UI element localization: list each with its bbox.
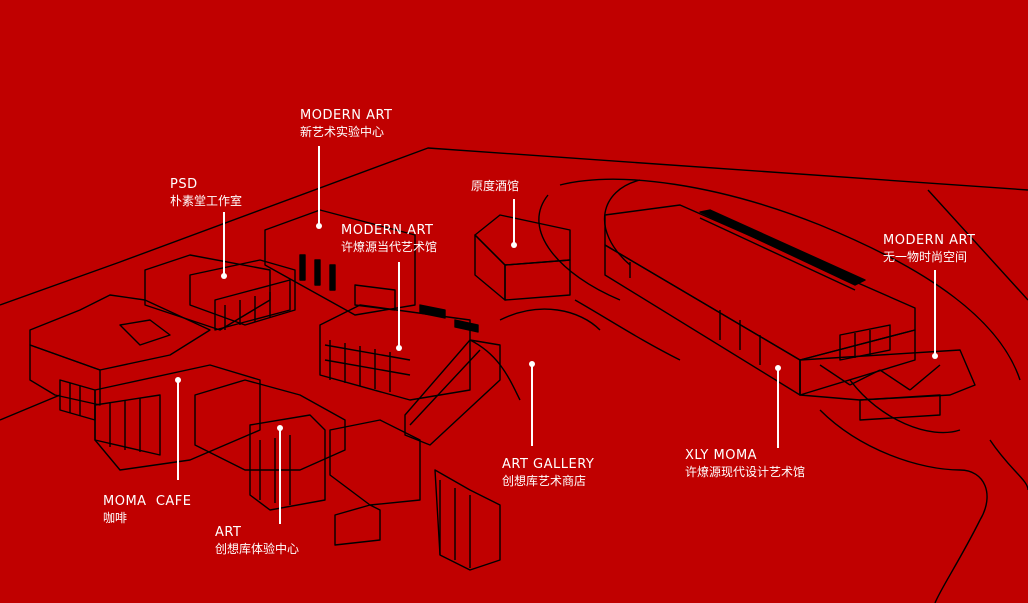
- label-modern-art-xu[interactable]: MODERN ART 许燎源当代艺术馆: [341, 222, 437, 256]
- site-boundary: [0, 147, 1028, 421]
- pin-psd: [221, 212, 227, 279]
- label-zh: 咖啡: [103, 511, 128, 525]
- label-art-gallery[interactable]: ART GALLERY 创想库艺术商店: [502, 456, 594, 490]
- building-xly-moma: [604, 204, 976, 421]
- pin-art: [277, 425, 283, 524]
- label-en: MODERN ART: [883, 233, 976, 248]
- label-xly-moma[interactable]: XLY MOMA 许燎源现代设计艺术馆: [685, 447, 805, 481]
- label-modern-art-wuyiwu[interactable]: MODERN ART 无一物时尚空间: [883, 232, 975, 266]
- label-zh: 许燎源当代艺术馆: [341, 240, 438, 254]
- label-zh: 新艺术实验中心: [300, 125, 385, 139]
- pin-modern-art-wuyiwu: [932, 270, 938, 359]
- label-en: PSD: [170, 177, 198, 192]
- road: [469, 178, 1028, 603]
- label-psd[interactable]: PSD 朴素堂工作室: [170, 176, 242, 210]
- pin-moma-cafe: [175, 377, 181, 480]
- label-moma-cafe[interactable]: MOMA CAFE 咖啡: [103, 493, 191, 527]
- pin-yuandu: [511, 199, 517, 248]
- label-zh: 朴素堂工作室: [170, 194, 243, 208]
- label-yuandu[interactable]: 原度酒馆: [471, 178, 519, 195]
- pin-art-gallery: [529, 361, 535, 446]
- pin-modern-art-xu: [396, 262, 402, 351]
- label-art[interactable]: ART 创想库体验中心: [215, 524, 299, 558]
- label-en: MODERN ART: [300, 108, 393, 123]
- label-en: XLY MOMA: [685, 448, 758, 463]
- label-zh: 创想库艺术商店: [502, 474, 587, 488]
- building-art-center: [194, 379, 421, 546]
- label-en: ART GALLERY: [502, 457, 595, 472]
- label-en: ART: [215, 525, 242, 540]
- building-cafe: [29, 294, 261, 471]
- building-yuandu: [474, 214, 571, 301]
- pin-xly-moma: [775, 365, 781, 448]
- label-en: MODERN ART: [341, 223, 434, 238]
- pin-modern-art-center: [316, 146, 322, 229]
- label-modern-art-center[interactable]: MODERN ART 新艺术实验中心: [300, 107, 392, 141]
- label-zh: 创想库体验中心: [215, 542, 300, 556]
- label-en: MOMA CAFE: [103, 494, 192, 509]
- label-zh: 无一物时尚空间: [883, 250, 968, 264]
- gallery-bridge: [404, 339, 501, 571]
- building-psd: [144, 254, 296, 331]
- building-central: [264, 209, 479, 401]
- label-zh: 许燎源现代设计艺术馆: [685, 465, 806, 479]
- label-zh: 原度酒馆: [471, 179, 520, 193]
